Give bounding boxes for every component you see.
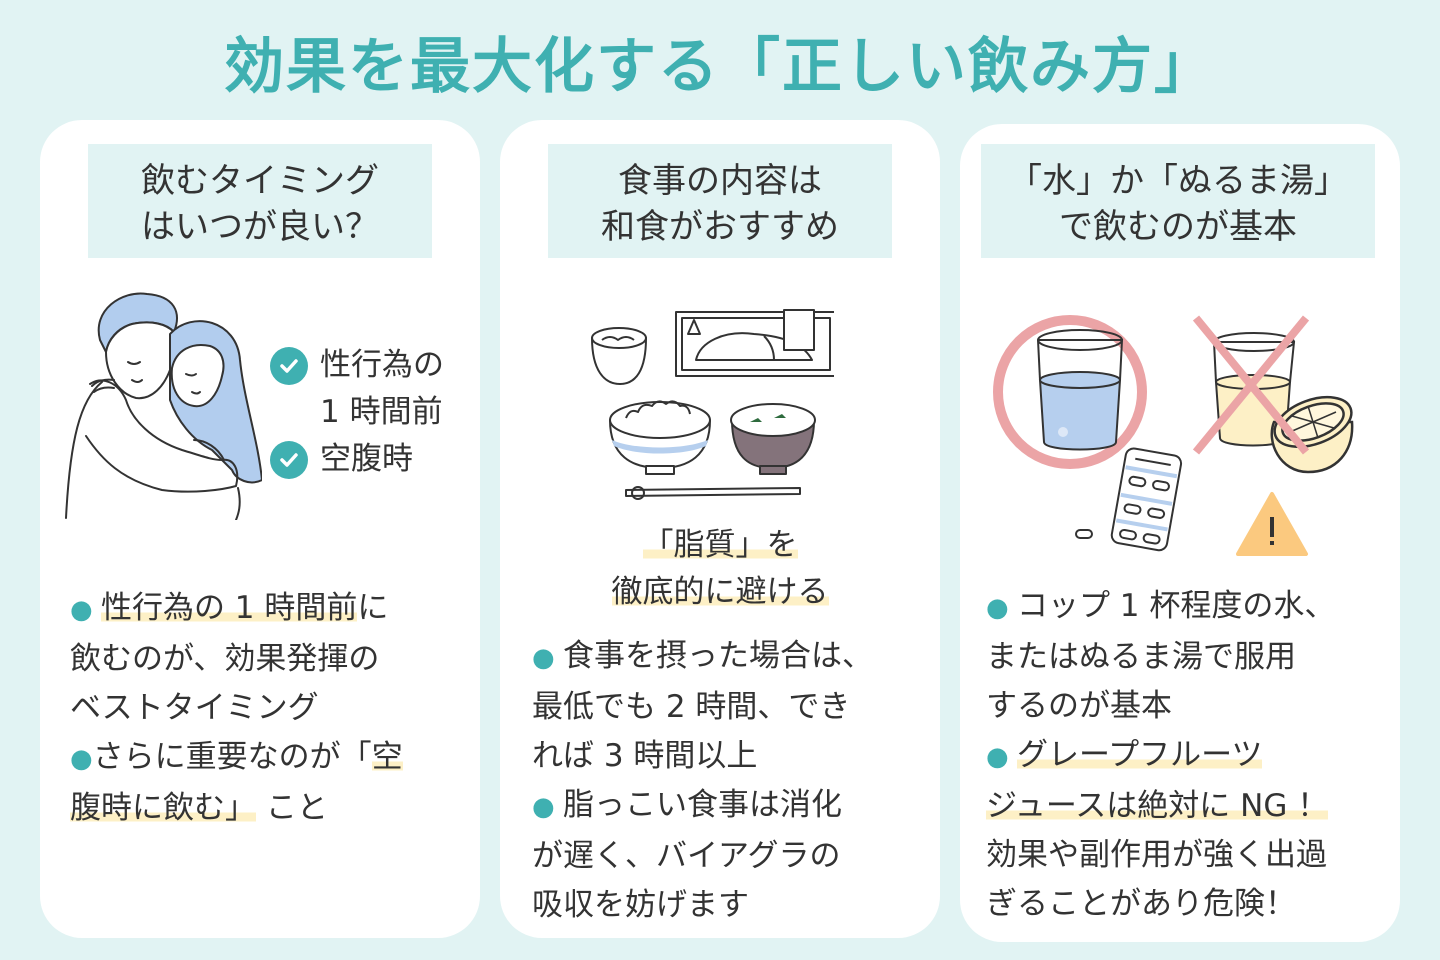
highlight-text: 徹底的に避ける: [611, 574, 829, 610]
body-text: ベストタイミング: [70, 690, 319, 726]
heading-line: で飲むのが基本: [1059, 207, 1297, 247]
page-title: 効果を最大化する「正しい飲み方」: [224, 32, 1216, 102]
check-circle-icon: [270, 441, 308, 479]
card-heading: 「水」か「ぬるま湯」 で飲むのが基本: [981, 144, 1375, 258]
body-text: に: [357, 590, 389, 626]
body-text: コップ 1 杯程度の水、: [1016, 588, 1336, 624]
body-text: するのが基本: [986, 688, 1172, 724]
water-vs-grapefruit-illustration: [993, 315, 1354, 556]
card-subheading: 「脂質」を 徹底的に避ける: [500, 522, 940, 616]
body-text: さらに重要なのが「: [92, 739, 372, 775]
body-text: ぎることがあり危険！: [986, 886, 1296, 922]
heading-line: 「水」か「ぬるま湯」: [1008, 161, 1348, 201]
check-circle-icon: [270, 347, 308, 385]
card-heading: 飲むタイミング はいつが良い？: [88, 144, 432, 258]
card-water: 「水」か「ぬるま湯」 で飲むのが基本: [960, 124, 1400, 942]
checklist: 性行為の 1 時間前 空腹時: [270, 342, 444, 483]
body-text: こと: [265, 790, 328, 826]
highlight-text: 空: [371, 739, 403, 775]
card-meal: 食事の内容は 和食がおすすめ: [500, 120, 940, 938]
highlight-text: 性行為の 1 時間前: [100, 590, 358, 626]
body-text: またはぬるま湯で服用: [986, 639, 1296, 675]
bullet-icon: ●: [70, 595, 101, 625]
card-heading: 食事の内容は 和食がおすすめ: [548, 144, 892, 258]
highlight-text: 腹時に飲む」: [70, 790, 256, 826]
bullet-icon: ●: [986, 742, 1017, 772]
ok-circle-icon: [993, 315, 1147, 469]
body-text: れば 3 時間以上: [532, 738, 758, 774]
highlight-text: ジュースは絶対に NG ！: [986, 788, 1329, 824]
highlight-text: グレープフルーツ: [1016, 737, 1263, 773]
heading-line: 和食がおすすめ: [601, 207, 839, 247]
bullet-icon: ●: [532, 643, 563, 673]
card-body: ● 食事を摂った場合は、 最低でも 2 時間、でき れば 3 時間以上 ● 脂っ…: [532, 632, 932, 930]
body-text: 効果や副作用が強く出過: [986, 837, 1327, 873]
checklist-text: 性行為の: [320, 347, 444, 383]
heading-line: 飲むタイミング: [141, 161, 379, 201]
body-text: 吸収を妨げます: [532, 887, 749, 923]
warning-icon: [1236, 492, 1308, 556]
body-text: 脂っこい食事は消化: [562, 787, 842, 823]
body-text: 最低でも 2 時間、でき: [532, 689, 851, 725]
heading-line: はいつが良い？: [141, 207, 379, 247]
checklist-item: 性行為の: [270, 342, 444, 389]
checklist-text: 1 時間前: [320, 394, 443, 430]
checklist-item: 空腹時: [270, 436, 444, 483]
card-body: ● 性行為の 1 時間前に 飲むのが、効果発揮の ベストタイミング ●さらに重要…: [70, 584, 470, 833]
highlight-text: 「脂質」を: [642, 527, 798, 563]
checklist-text: 空腹時: [320, 441, 413, 477]
card-body: ● コップ 1 杯程度の水、 またはぬるま湯で服用 するのが基本 ● グレープフ…: [986, 582, 1396, 929]
bullet-icon: ●: [532, 792, 563, 822]
heading-line: 食事の内容は: [618, 161, 822, 201]
body-text: 飲むのが、効果発揮の: [70, 641, 380, 677]
card-timing: 飲むタイミング はいつが良い？: [40, 120, 480, 938]
japanese-meal-illustration: [591, 309, 834, 500]
bullet-icon: ●: [70, 744, 93, 774]
body-text: 食事を摂った場合は、: [562, 638, 873, 674]
body-text: が遅く、バイアグラの: [532, 838, 841, 874]
pill-blister-icon: [1110, 447, 1183, 552]
couple-illustration: [65, 292, 262, 520]
ng-cross-icon: [1192, 315, 1310, 455]
bullet-icon: ●: [986, 593, 1017, 623]
